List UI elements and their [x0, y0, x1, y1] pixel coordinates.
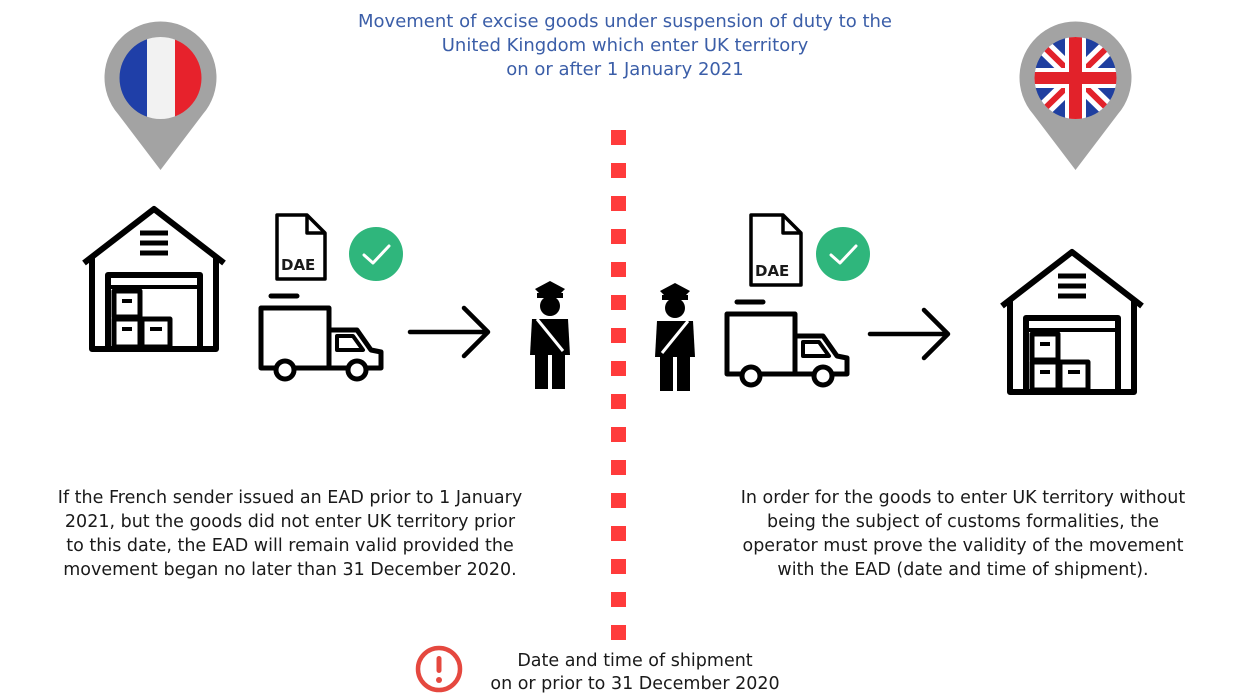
border-dash	[611, 262, 626, 277]
border-dash	[611, 361, 626, 376]
left-warehouse-icon	[82, 206, 226, 352]
uk-flag-pin-icon	[1019, 21, 1132, 170]
border-dash	[611, 427, 626, 442]
left-arrow-right-icon	[407, 305, 491, 359]
border-dash	[611, 625, 626, 640]
right-warehouse-icon	[1000, 249, 1144, 395]
shipment-date-note: Date and time of shipment on or prior to…	[490, 651, 780, 694]
right-dae-document-icon: DAE	[747, 212, 803, 288]
border-dash	[611, 526, 626, 541]
border-dash	[611, 460, 626, 475]
left-check-circle-icon	[349, 227, 403, 281]
uk-entry-explanation: In order for the goods to enter UK terri…	[740, 488, 1186, 580]
border-dash	[611, 328, 626, 343]
left-customs-officer-icon	[530, 281, 570, 389]
border-dash	[611, 163, 626, 178]
border-dash	[611, 592, 626, 607]
border-dash	[611, 559, 626, 574]
warning-exclamation-icon	[415, 645, 463, 693]
border-dash	[611, 493, 626, 508]
border-dash	[611, 394, 626, 409]
left-truck-icon	[258, 293, 384, 382]
border-dash	[611, 295, 626, 310]
border-dash	[611, 196, 626, 211]
right-truck-icon	[724, 299, 850, 388]
right-customs-officer-icon	[655, 283, 695, 391]
right-check-circle-icon	[816, 227, 870, 281]
france-sender-explanation: If the French sender issued an EAD prior…	[57, 488, 523, 580]
france-flag-pin-icon	[104, 21, 217, 170]
left-dae-label: DAE	[281, 256, 316, 274]
diagram-title: Movement of excise goods under suspensio…	[358, 11, 892, 80]
right-arrow-right-icon	[867, 307, 951, 361]
border-dash	[611, 130, 626, 145]
right-dae-label: DAE	[755, 262, 790, 280]
border-dash	[611, 229, 626, 244]
left-dae-document-icon: DAE	[273, 212, 329, 282]
